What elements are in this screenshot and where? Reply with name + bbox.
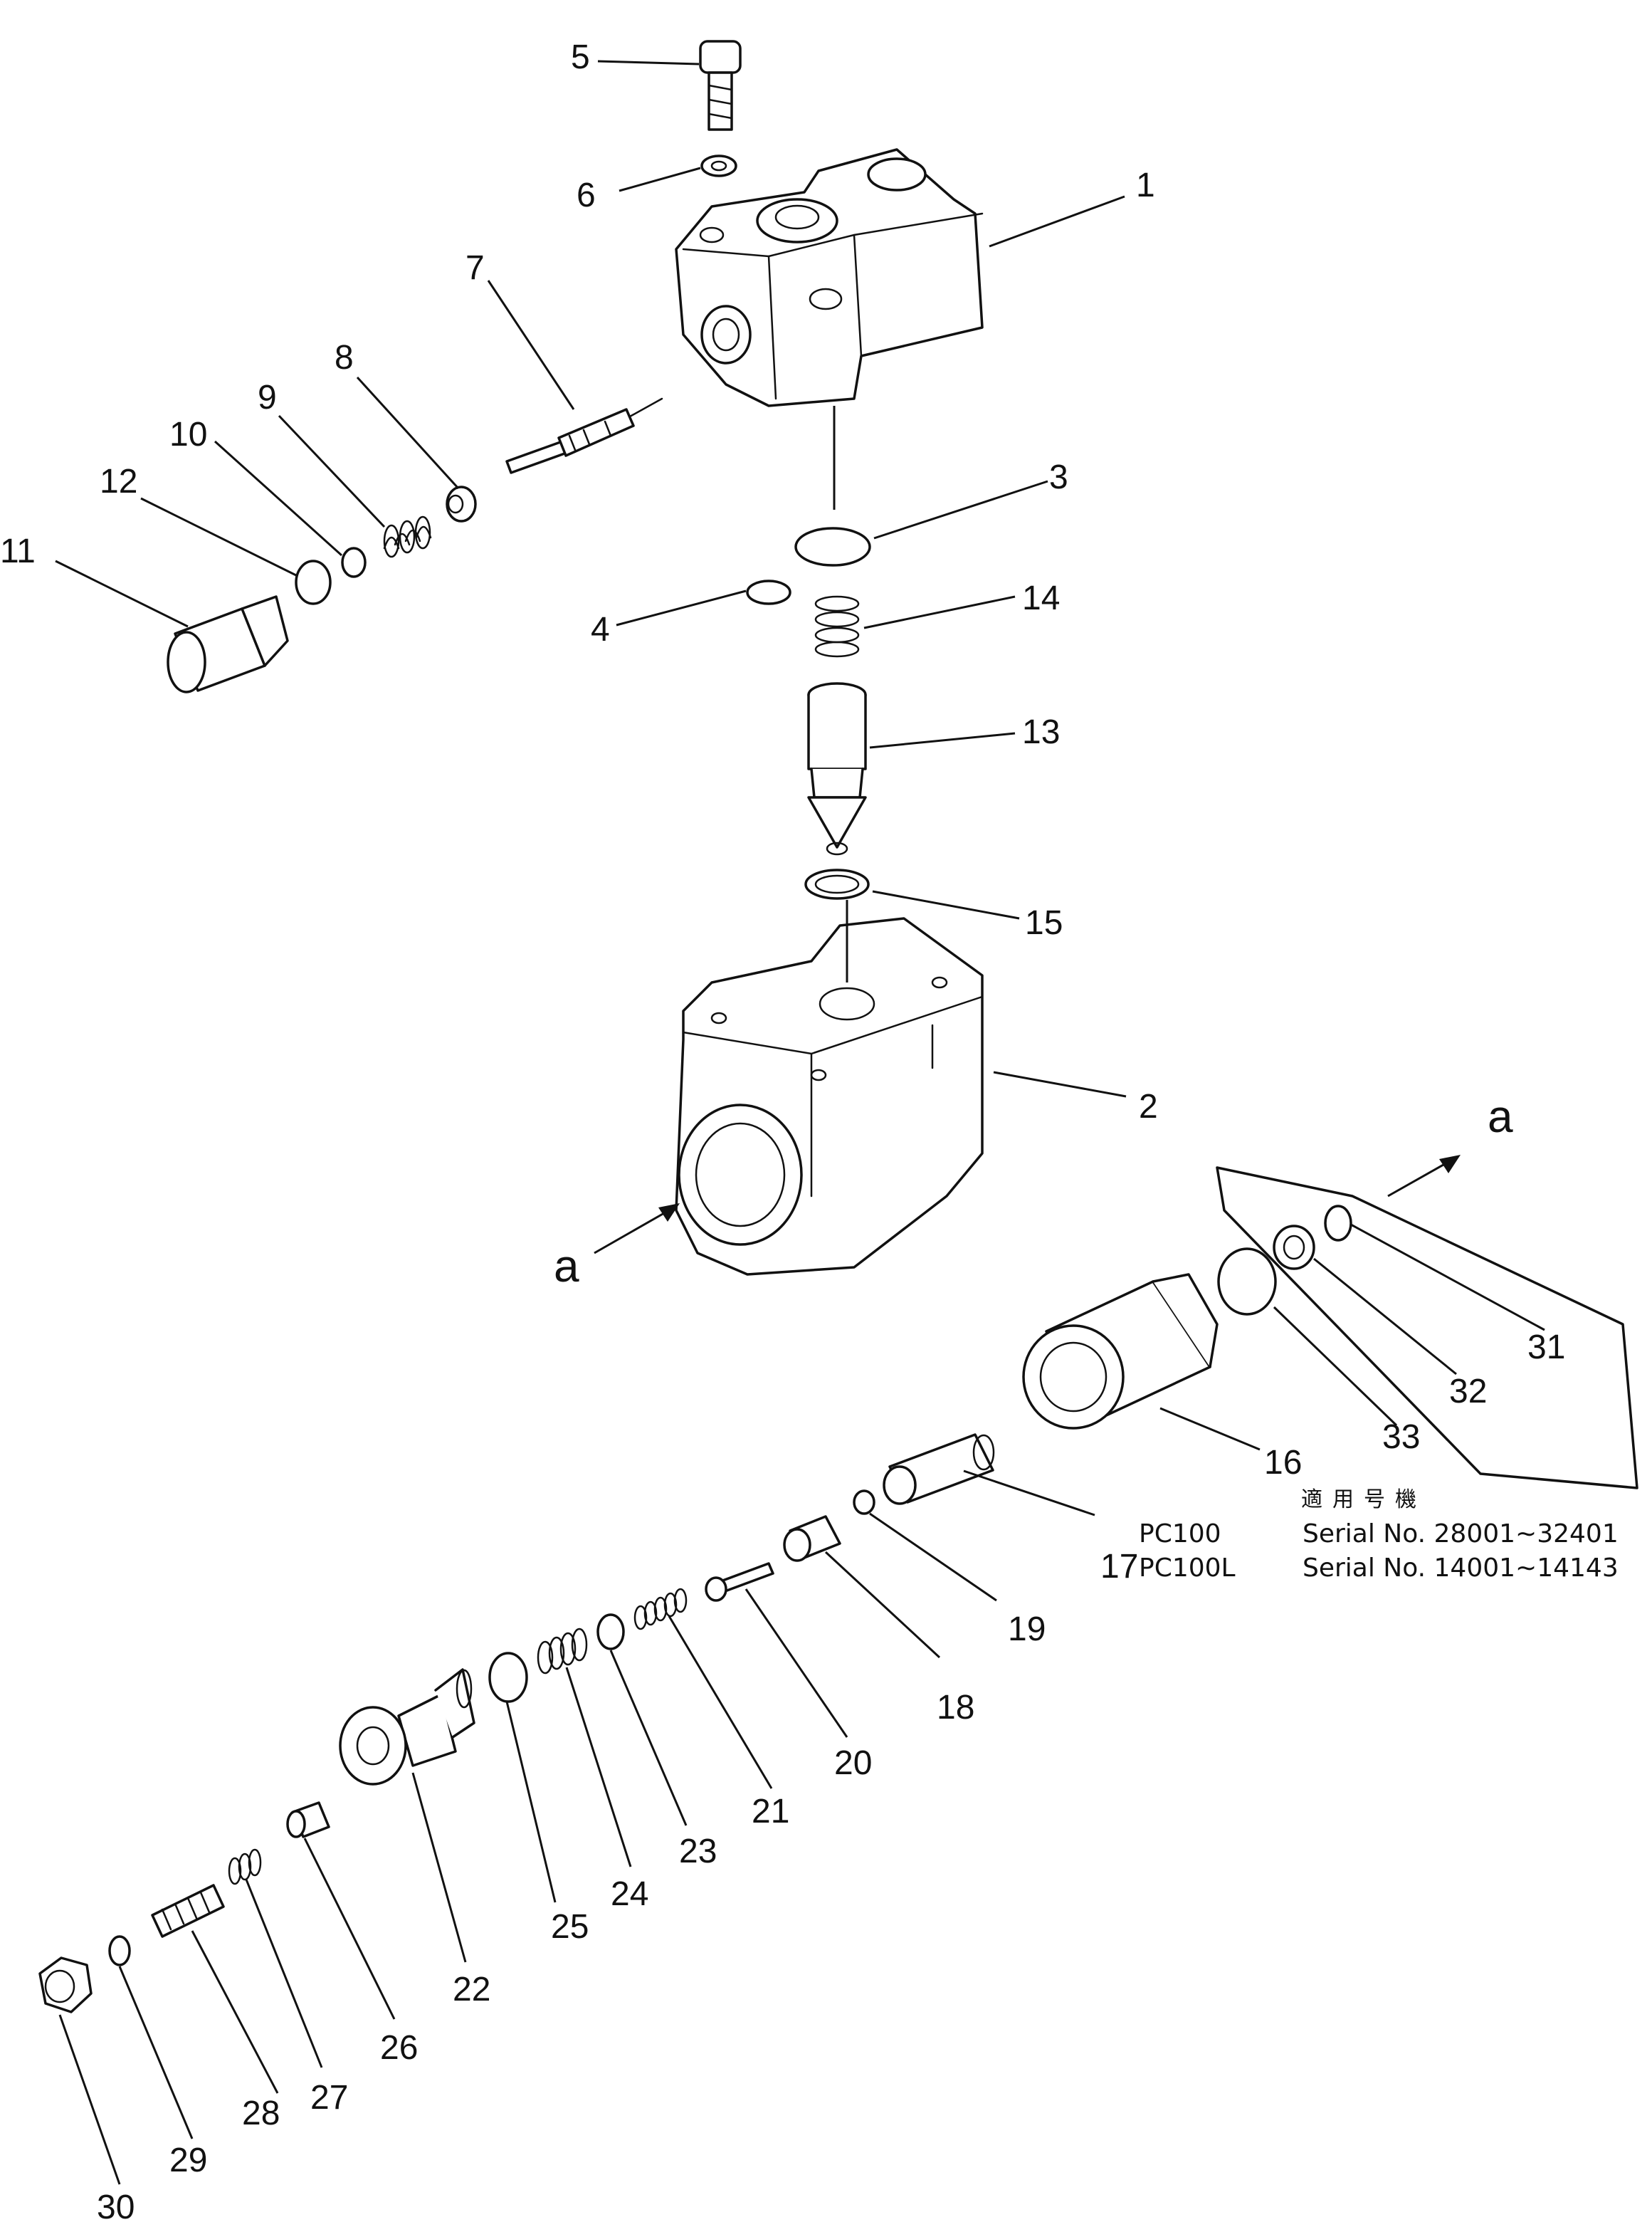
view-label-left: a xyxy=(554,1240,579,1291)
part-13-poppet xyxy=(807,682,867,856)
view-a-plate xyxy=(1216,1166,1638,1489)
callout-20: 20 xyxy=(834,1744,872,1782)
part-30-nut xyxy=(38,1956,93,2013)
part-1-valve-cover xyxy=(675,148,984,407)
callout-12: 12 xyxy=(100,463,137,501)
part-26-pin xyxy=(286,1801,330,1838)
part-19-washer xyxy=(853,1489,875,1515)
callout-1: 1 xyxy=(1136,167,1155,204)
callout-16: 16 xyxy=(1264,1444,1302,1482)
view-arrow-right xyxy=(1387,1155,1461,1198)
callout-23: 23 xyxy=(679,1833,717,1870)
callout-21: 21 xyxy=(752,1793,789,1830)
callout-25: 25 xyxy=(551,1908,589,1946)
applicability-heading: 適用号機 xyxy=(1301,1487,1426,1512)
part-16-sleeve xyxy=(1022,1273,1219,1430)
callout-9: 9 xyxy=(258,379,277,416)
part-29-o-ring xyxy=(108,1935,131,1966)
part-24-spring xyxy=(537,1628,588,1675)
callout-31: 31 xyxy=(1527,1329,1565,1366)
callout-8: 8 xyxy=(335,339,354,377)
callout-17: 17 xyxy=(1100,1548,1138,1586)
part-14-spring xyxy=(814,595,860,658)
callout-27: 27 xyxy=(310,2079,348,2117)
part-11-plug xyxy=(167,595,289,693)
part-6-washer xyxy=(700,154,737,177)
callout-24: 24 xyxy=(611,1875,648,1913)
part-33-o-ring xyxy=(1217,1247,1277,1316)
callout-2: 2 xyxy=(1139,1088,1158,1126)
part-3-o-ring xyxy=(794,527,871,567)
callout-19: 19 xyxy=(1008,1610,1046,1648)
serial-pc100: Serial No. 28001∼32401 xyxy=(1303,1519,1619,1549)
callout-5: 5 xyxy=(571,38,590,76)
callout-26: 26 xyxy=(380,2029,418,2067)
callout-33: 33 xyxy=(1382,1418,1420,1456)
model-pc100: PC100 xyxy=(1139,1519,1221,1549)
part-5-bolt xyxy=(699,40,742,131)
view-arrow-left xyxy=(594,1203,680,1254)
part-9-spring xyxy=(383,515,432,558)
part-25-o-ring xyxy=(488,1652,528,1703)
part-8-retainer xyxy=(446,486,477,523)
model-pc100l: PC100L xyxy=(1139,1553,1236,1583)
callout-7: 7 xyxy=(465,249,485,287)
serial-pc100l: Serial No. 14001∼14143 xyxy=(1303,1553,1619,1583)
callout-11: 11 xyxy=(0,533,36,570)
part-18-sleeve xyxy=(783,1515,841,1562)
callout-30: 30 xyxy=(97,2189,135,2226)
applicability-note: 適用号機 PC100 Serial No. 28001∼32401 PC100L… xyxy=(1139,1487,1619,1583)
callout-13: 13 xyxy=(1022,713,1060,751)
callout-14: 14 xyxy=(1022,580,1060,617)
part-12-o-ring xyxy=(295,560,332,605)
part-22-plug xyxy=(339,1668,475,1786)
part-2-valve-body xyxy=(675,917,984,1276)
part-28-spring xyxy=(151,1884,225,1938)
part-4-o-ring xyxy=(746,580,791,605)
view-label-right: a xyxy=(1488,1091,1513,1142)
part-10-washer xyxy=(341,547,367,578)
callout-labels: 1 2 3 4 5 6 7 8 9 10 11 12 13 14 15 16 1… xyxy=(0,38,1565,2226)
callout-18: 18 xyxy=(937,1689,974,1726)
callout-22: 22 xyxy=(453,1971,490,2008)
part-7-spool xyxy=(505,397,663,474)
callout-28: 28 xyxy=(242,2095,280,2132)
callout-32: 32 xyxy=(1449,1373,1487,1410)
part-15-seal xyxy=(804,869,870,900)
callout-15: 15 xyxy=(1025,904,1063,942)
callout-6: 6 xyxy=(577,177,596,214)
leader-lines xyxy=(55,60,1545,2185)
part-21-spring xyxy=(633,1588,688,1630)
callout-10: 10 xyxy=(169,416,207,454)
part-23-washer xyxy=(596,1613,625,1650)
part-27-spring xyxy=(228,1848,262,1885)
part-17-piston xyxy=(883,1433,995,1505)
part-20-pin xyxy=(705,1562,774,1602)
callout-4: 4 xyxy=(591,611,610,649)
callout-3: 3 xyxy=(1049,459,1068,496)
callout-29: 29 xyxy=(169,2142,207,2179)
